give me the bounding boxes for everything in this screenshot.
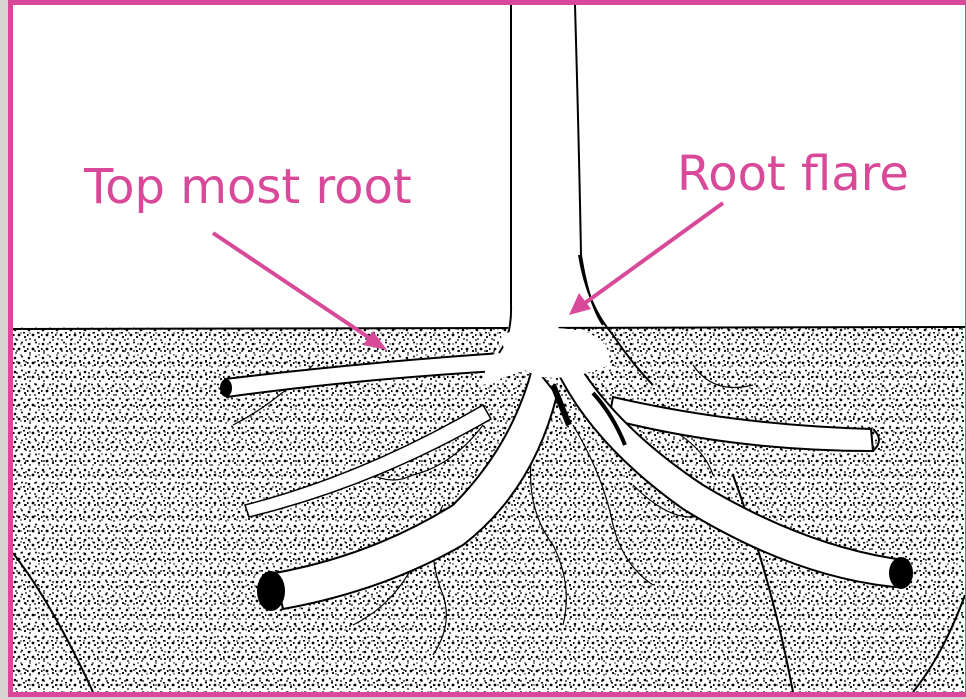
diagram-frame: Top most root Root flare [8,0,966,697]
label-top-most-root: Top most root [84,163,412,211]
arrow-root-flare [569,203,723,315]
tree-root-illustration [13,5,965,692]
label-root-flare: Root flare [677,150,909,198]
